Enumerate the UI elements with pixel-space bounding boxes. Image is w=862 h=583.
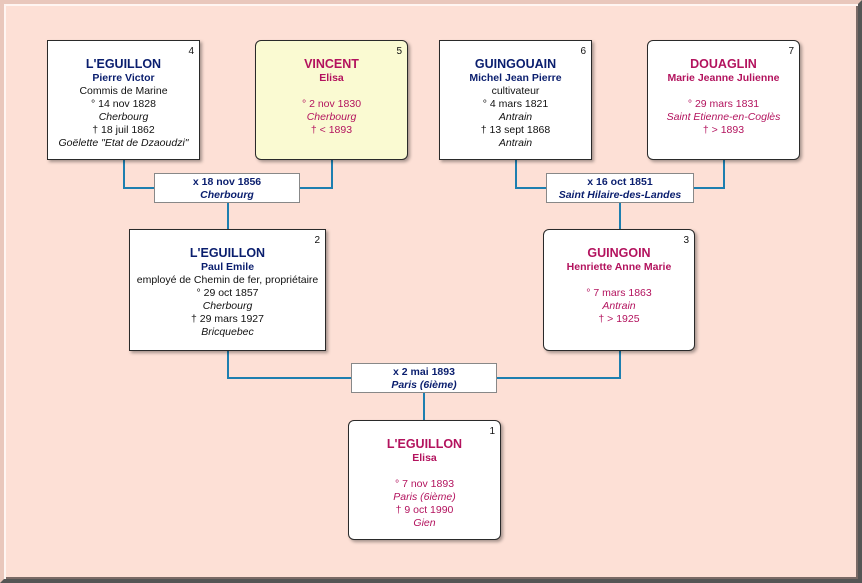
- person-surname: GUINGOUAIN: [474, 57, 557, 71]
- person-number: 4: [188, 46, 194, 57]
- person-surname: L'EGUILLON: [386, 437, 463, 451]
- marriage-place: Cherbourg: [200, 189, 254, 201]
- person-box-6[interactable]: 6 GUINGOUAIN Michel Jean Pierre cultivat…: [439, 40, 592, 160]
- person-surname: DOUAGLIN: [690, 57, 757, 71]
- person-birth-place: Cherbourg: [306, 111, 357, 123]
- person-death: † 18 juil 1862: [92, 124, 155, 136]
- person-death-place: Antrain: [498, 137, 533, 149]
- person-given-name: Marie Jeanne Julienne: [667, 72, 780, 84]
- person-box-2[interactable]: 2 L'EGUILLON Paul Emile employé de Chemi…: [129, 229, 326, 351]
- marriage-box-6-7[interactable]: x 16 oct 1851 Saint Hilaire-des-Landes: [546, 173, 694, 203]
- person-given-name: Elisa: [412, 452, 437, 464]
- person-given-name: Paul Emile: [200, 261, 255, 273]
- person-number: 3: [683, 235, 689, 246]
- person-box-5[interactable]: 5 VINCENT Elisa ° 2 nov 1830 Cherbourg †…: [255, 40, 408, 160]
- person-death-place: Goëlette "Etat de Dzaoudzi": [58, 137, 189, 149]
- marriage-place: Paris (6ième): [391, 379, 457, 391]
- person-surname: L'EGUILLON: [85, 57, 162, 71]
- person-death: † 29 mars 1927: [191, 313, 264, 325]
- person-death: † 9 oct 1990: [395, 504, 454, 516]
- person-birth: ° 29 oct 1857: [196, 287, 259, 299]
- person-given-name: Michel Jean Pierre: [469, 72, 562, 84]
- person-given-name: Pierre Victor: [92, 72, 155, 84]
- person-birth-place: Saint Etienne-en-Coglès: [666, 111, 781, 123]
- person-occupation: Commis de Marine: [79, 85, 168, 97]
- person-birth: ° 14 nov 1828: [91, 98, 156, 110]
- person-box-1[interactable]: 1 L'EGUILLON Elisa ° 7 nov 1893 Paris (6…: [348, 420, 501, 540]
- person-number: 2: [314, 235, 320, 246]
- person-number: 5: [396, 46, 402, 57]
- person-death: † < 1893: [310, 124, 353, 136]
- person-surname: L'EGUILLON: [189, 246, 266, 260]
- marriage-place: Saint Hilaire-des-Landes: [558, 189, 682, 201]
- person-death: † > 1925: [598, 313, 640, 325]
- person-birth: ° 4 mars 1821: [482, 98, 549, 110]
- person-occupation: cultivateur: [491, 85, 540, 97]
- person-death-place: Gien: [413, 517, 436, 529]
- person-box-7[interactable]: 7 DOUAGLIN Marie Jeanne Julienne ° 29 ma…: [647, 40, 800, 160]
- person-birth-place: Cherbourg: [98, 111, 149, 123]
- person-death-place: Bricquebec: [201, 326, 254, 338]
- person-birth: ° 29 mars 1831: [687, 98, 760, 110]
- person-birth: ° 2 nov 1830: [301, 98, 362, 110]
- person-box-4[interactable]: 4 L'EGUILLON Pierre Victor Commis de Mar…: [47, 40, 200, 160]
- person-birth-place: Antrain: [498, 111, 533, 123]
- marriage-date: x 2 mai 1893: [393, 366, 455, 378]
- person-surname: GUINGOIN: [587, 246, 651, 260]
- person-occupation: employé de Chemin de fer, propriétaire: [136, 274, 319, 286]
- person-surname: VINCENT: [304, 57, 359, 71]
- person-number: 7: [788, 46, 794, 57]
- marriage-box-2-3[interactable]: x 2 mai 1893 Paris (6ième): [351, 363, 497, 393]
- person-death: † 13 sept 1868: [480, 124, 551, 136]
- person-given-name: Elisa: [319, 72, 344, 84]
- person-birth: ° 7 nov 1893: [394, 478, 455, 490]
- person-box-3[interactable]: 3 GUINGOIN Henriette Anne Marie ° 7 mars…: [543, 229, 695, 351]
- marriage-date: x 18 nov 1856: [192, 176, 262, 188]
- marriage-date: x 16 oct 1851: [587, 176, 653, 188]
- person-birth-place: Paris (6ième): [393, 491, 456, 503]
- person-number: 1: [489, 426, 495, 437]
- person-number: 6: [580, 46, 586, 57]
- person-birth-place: Cherbourg: [202, 300, 253, 312]
- person-birth: ° 7 mars 1863: [586, 287, 652, 299]
- person-birth-place: Antrain: [602, 300, 636, 312]
- person-given-name: Henriette Anne Marie: [566, 261, 672, 273]
- person-death: † > 1893: [702, 124, 745, 136]
- marriage-box-4-5[interactable]: x 18 nov 1856 Cherbourg: [154, 173, 300, 203]
